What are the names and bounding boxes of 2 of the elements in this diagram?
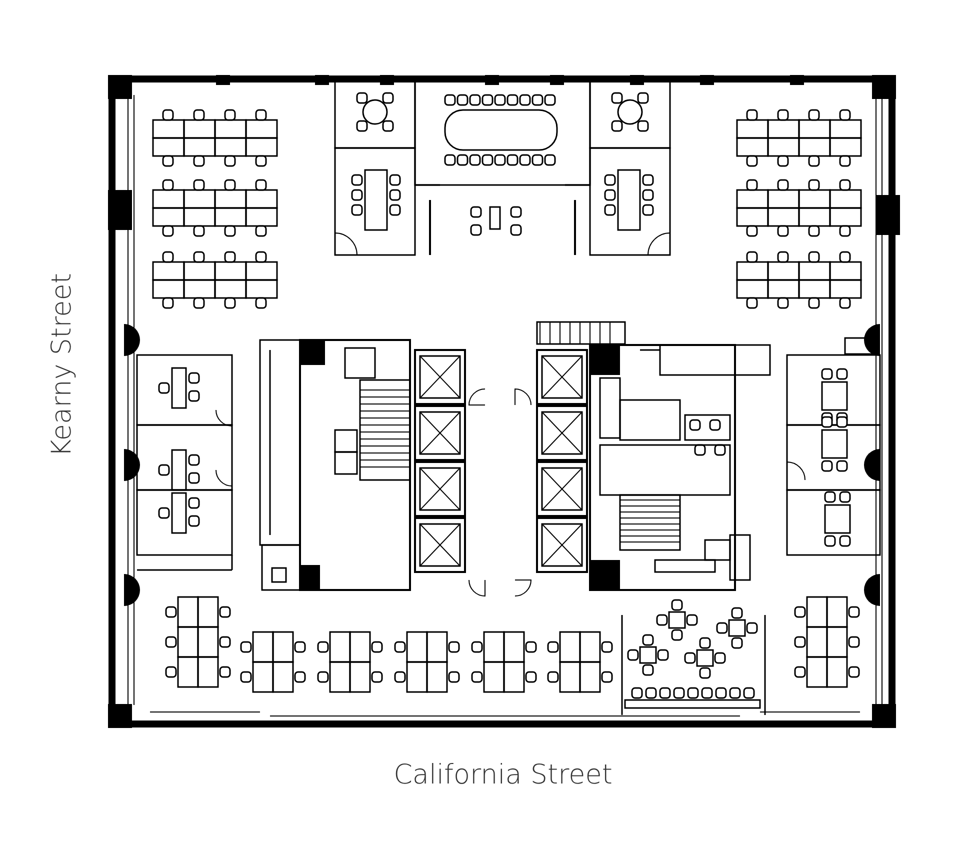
street-name: California Street [394,760,612,790]
street-name: Kearny Street [46,273,78,457]
